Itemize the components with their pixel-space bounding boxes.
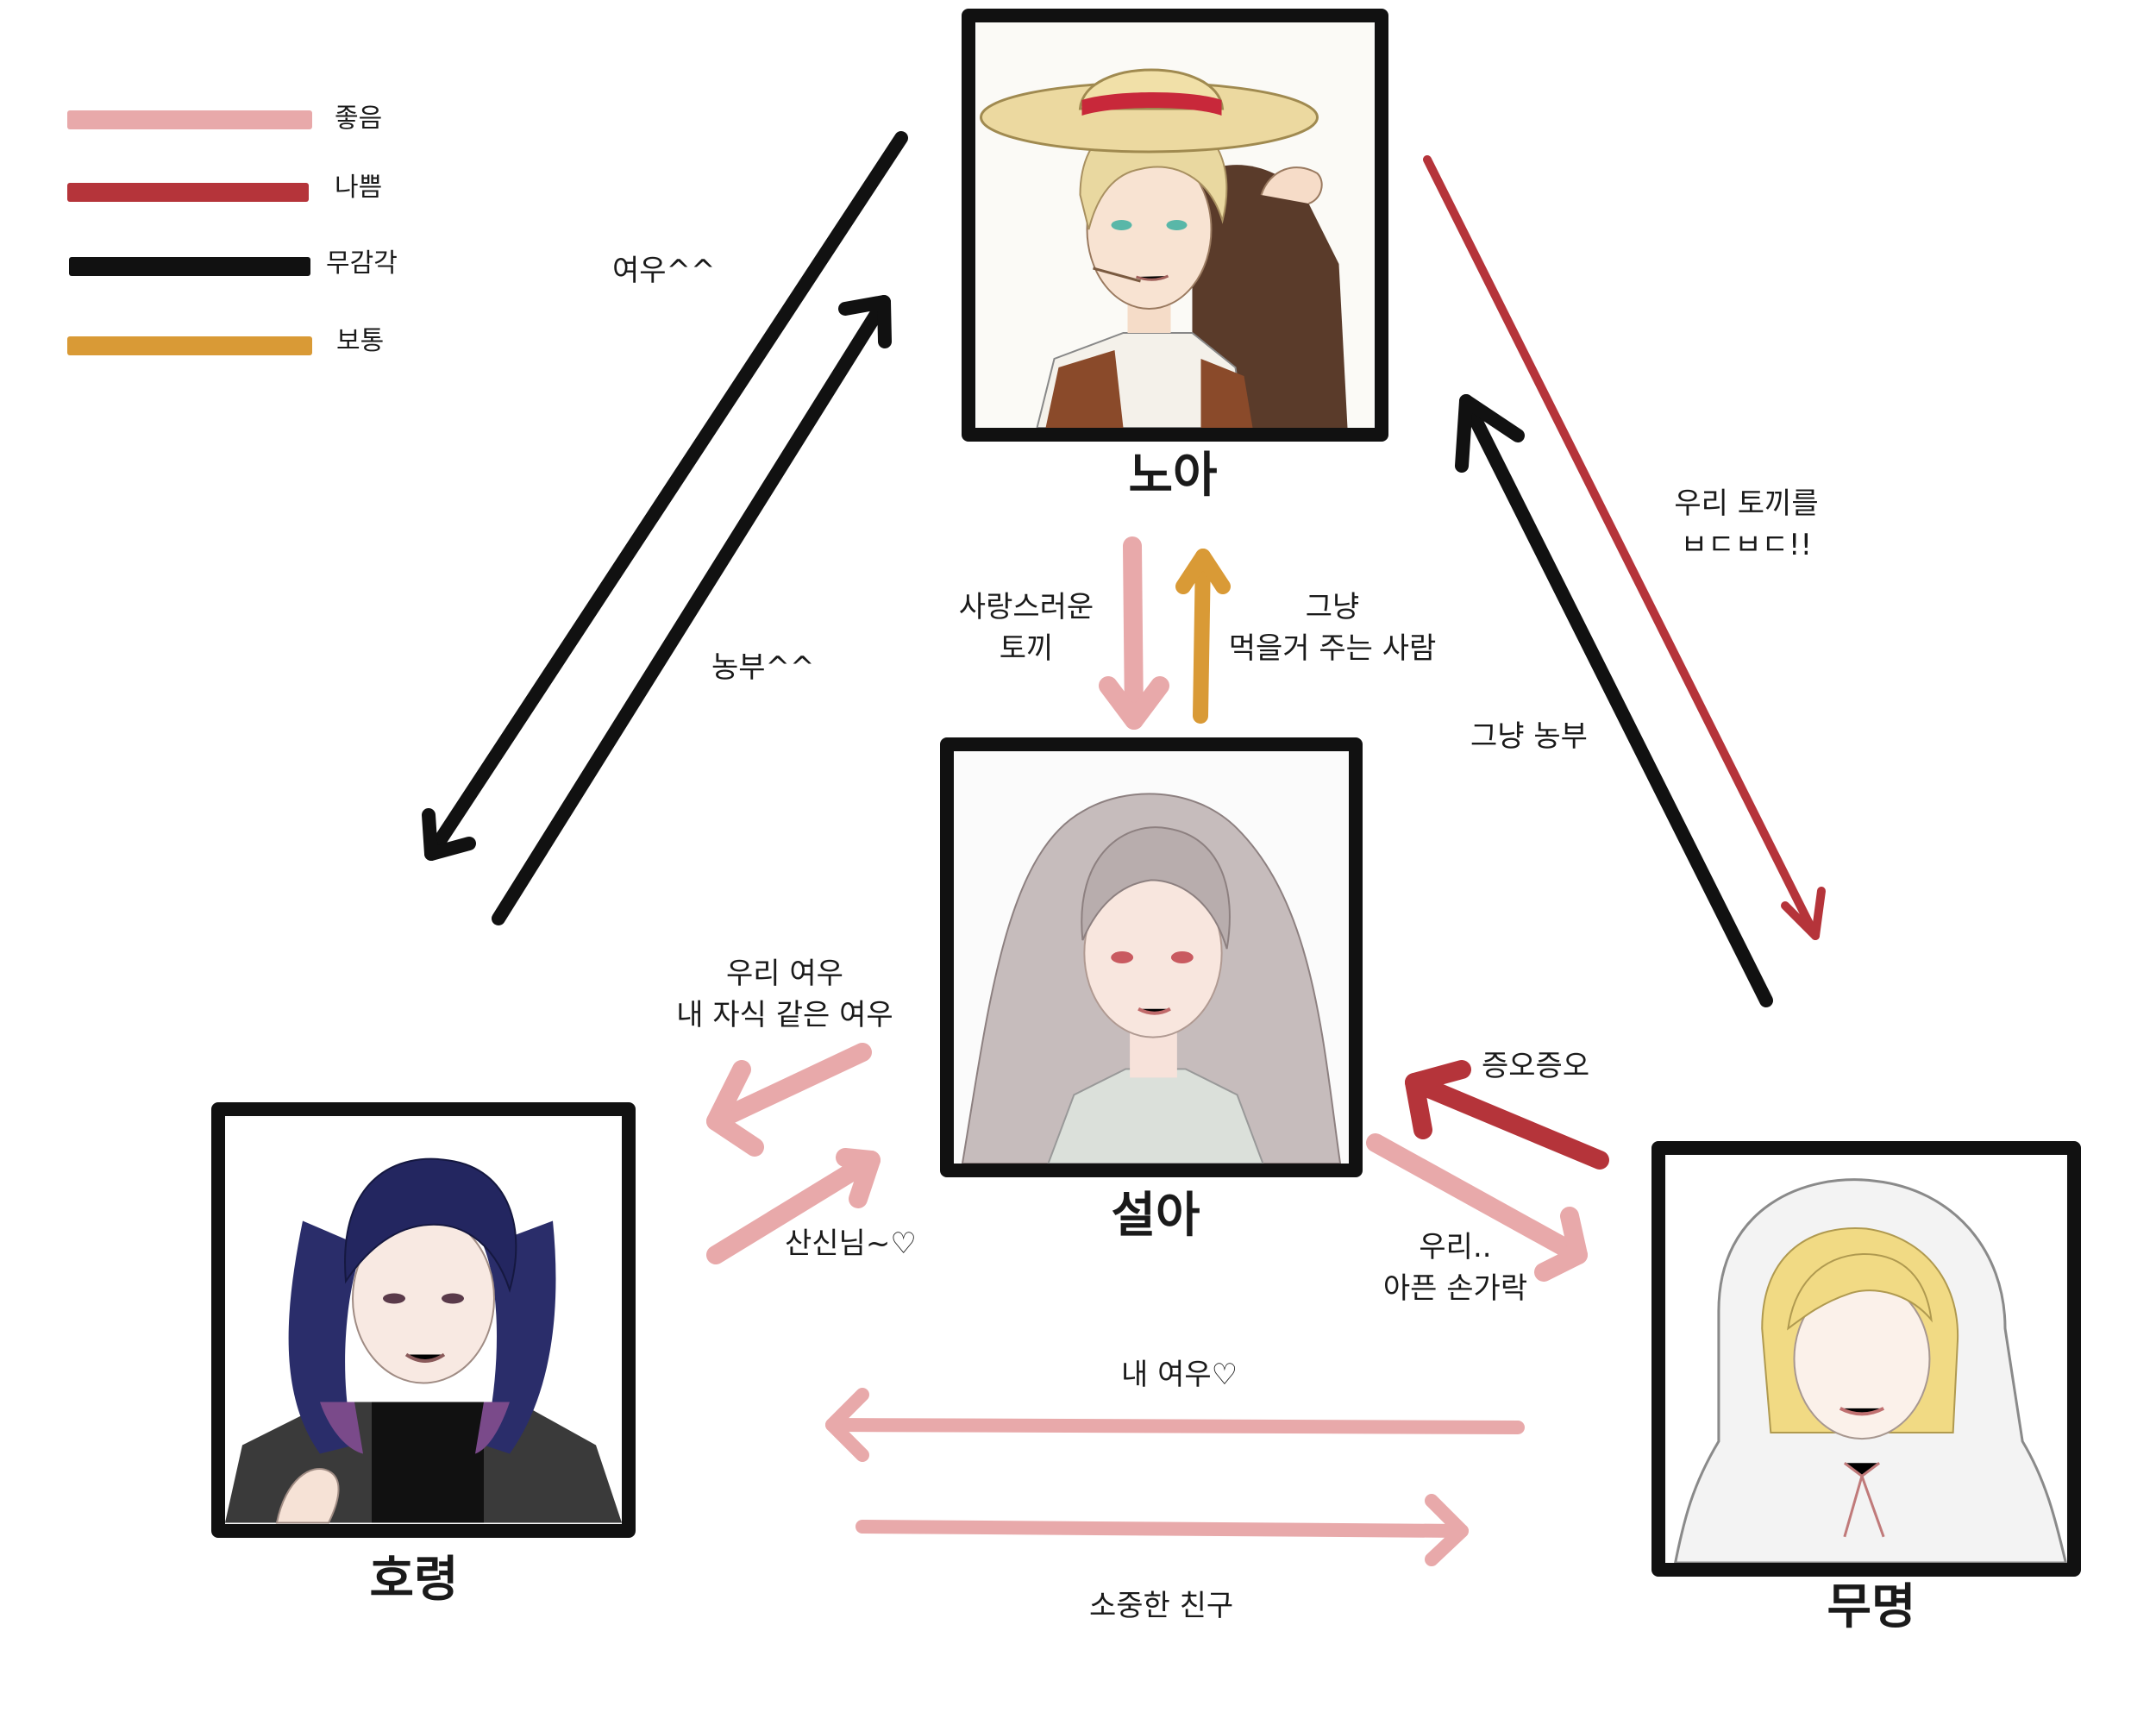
mumyeong-illustration (1666, 1155, 2067, 1563)
arrow-horyeong-to-noa (492, 295, 892, 925)
portrait-mumyeong (1651, 1141, 2081, 1577)
arrow-seola-to-mumyeong (1366, 1133, 1588, 1282)
arrow-mumyeong-to-noa (1455, 394, 1773, 1007)
arrow-seola-to-horyeong (706, 1043, 872, 1157)
label-noa-to-seola-line2: 토끼 (999, 631, 1054, 666)
label-horyeong-to-seola: 산신님~♡ (785, 1226, 917, 1261)
seola-illustration (954, 751, 1349, 1164)
label-noa-to-mumyeong: 우리 토끼를 ㅂㄷㅂㄷ!! (1651, 483, 1841, 566)
label-seola-to-horyeong-line2: 내 자식 같은 여우 (676, 998, 893, 1032)
label-horyeong-to-mumyeong: 소중한 친구 (1089, 1589, 1234, 1623)
legend-swatch-normal (67, 336, 312, 355)
horyeong-illustration (225, 1117, 622, 1524)
name-mumyeong: 무명 (1827, 1579, 1916, 1635)
legend-swatch-bad (67, 183, 309, 202)
arrow-noa-to-mumyeong (1423, 155, 1826, 940)
arrow-seola-to-noa (1175, 549, 1231, 724)
portrait-horyeong (211, 1102, 636, 1538)
name-horyeong: 호령 (369, 1552, 459, 1608)
noa-illustration (976, 22, 1374, 428)
legend-swatch-indifferent (69, 257, 310, 276)
label-seola-to-noa-line2: 먹을거 주는 사람 (1228, 631, 1437, 666)
label-mumyeong-to-horyeong: 내 여우♡ (1121, 1358, 1238, 1392)
label-noa-to-mumyeong-line2: ㅂㄷㅂㄷ!! (1680, 528, 1813, 562)
label-horyeong-to-noa: 농부^^ (711, 650, 815, 685)
label-noa-to-seola-line1: 사랑스러운 (958, 590, 1094, 624)
label-seola-to-mumyeong-line2: 아픈 손가락 (1382, 1271, 1528, 1306)
arrow-noa-to-horyeong (422, 131, 908, 861)
name-seola: 설아 (1111, 1188, 1200, 1244)
portrait-seola (940, 737, 1363, 1177)
portrait-noa (962, 9, 1388, 442)
label-seola-to-mumyeong-line1: 우리.. (1419, 1230, 1492, 1264)
label-noa-to-seola: 사랑스러운 토끼 (949, 586, 1104, 669)
label-mumyeong-to-seola: 증오증오 (1482, 1049, 1590, 1083)
name-noa: 노아 (1128, 448, 1218, 504)
arrow-horyeong-to-seola (706, 1148, 881, 1264)
legend-label-good: 좋음 (335, 104, 383, 134)
label-seola-to-horyeong: 우리 여우 내 자식 같은 여우 (655, 953, 914, 1036)
arrow-horyeong-to-mumyeong (856, 1494, 1469, 1566)
label-noa-to-horyeong: 여우^^ (612, 254, 716, 288)
label-mumyeong-to-noa: 그냥 농부 (1470, 719, 1588, 754)
arrow-mumyeong-to-horyeong (825, 1388, 1525, 1462)
legend-swatch-good (67, 110, 312, 129)
label-seola-to-noa-line1: 그냥 (1305, 590, 1360, 624)
legend-label-indifferent: 무감각 (326, 248, 398, 279)
legend-label-bad: 나쁨 (335, 172, 383, 203)
arrow-noa-to-seola (1099, 536, 1169, 730)
legend-label-normal: 보통 (336, 326, 385, 356)
label-seola-to-noa: 그냥 먹을거 주는 사람 (1212, 586, 1453, 669)
label-seola-to-mumyeong: 우리.. 아픈 손가락 (1363, 1226, 1548, 1309)
label-seola-to-horyeong-line1: 우리 여우 (726, 957, 843, 991)
label-noa-to-mumyeong-line1: 우리 토끼를 (1674, 486, 1819, 521)
arrow-mumyeong-to-seola (1405, 1060, 1609, 1170)
